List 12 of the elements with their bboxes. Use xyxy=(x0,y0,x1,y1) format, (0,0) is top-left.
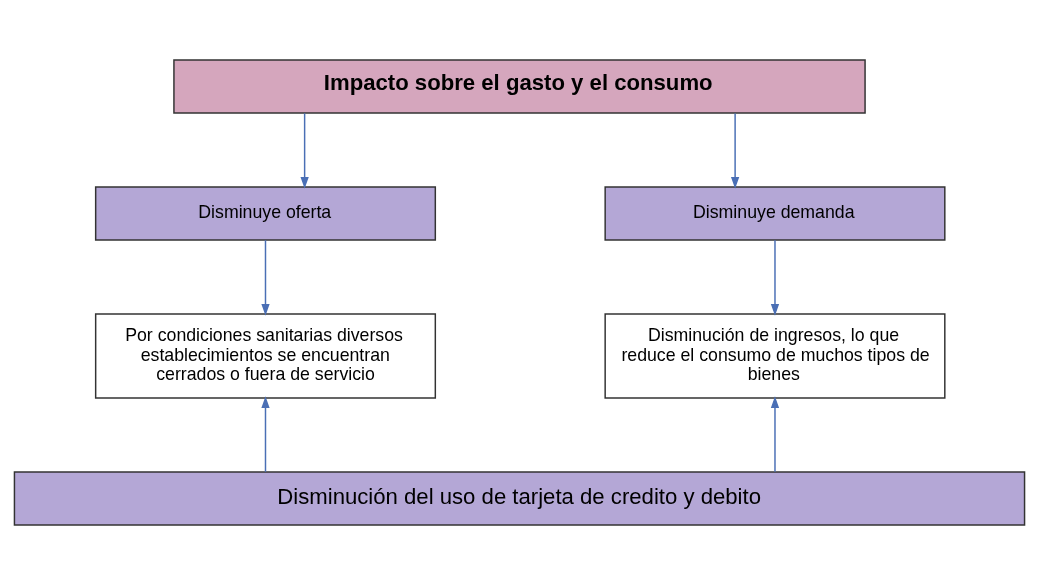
arrow xyxy=(730,112,740,189)
node-box: Disminución de ingresos, lo que reduce el consumo de muchos tipos de bienes xyxy=(604,312,946,399)
arrow xyxy=(261,239,270,316)
arrow xyxy=(300,112,309,189)
node-box: Disminuye oferta xyxy=(94,185,437,241)
node-box: Disminuye demanda xyxy=(604,185,946,241)
arrow xyxy=(261,395,270,472)
node-box: Disminución del uso de tarjeta de credito y debito xyxy=(13,470,1026,526)
node-box: Por condiciones sanitarias diversos establecimientos se encuentran cerrados o fuera de servicio xyxy=(94,312,437,399)
arrow xyxy=(770,395,780,472)
arrow xyxy=(770,239,780,316)
node-box: Impacto sobre el gasto y el consumo xyxy=(173,58,866,114)
